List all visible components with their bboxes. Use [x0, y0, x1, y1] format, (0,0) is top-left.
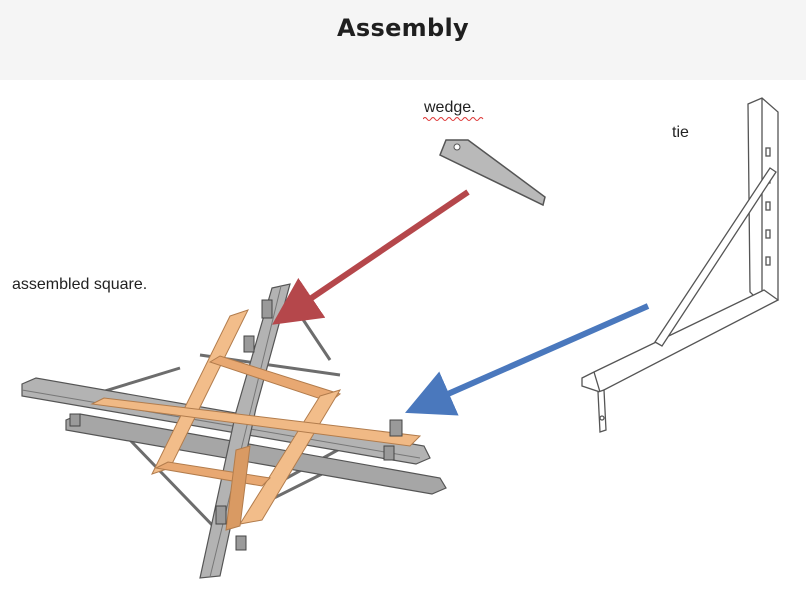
- tie-part: [581, 97, 780, 433]
- tie-label: tie: [672, 124, 689, 141]
- tie-arrow: [405, 303, 650, 416]
- page-title: Assembly: [337, 14, 469, 42]
- page-header: Assembly: [0, 0, 806, 80]
- assembled-square: [21, 283, 447, 579]
- spellcheck-underline: [423, 117, 484, 121]
- wedge-part: [439, 139, 546, 207]
- assembled-square-label: assembled square.: [12, 276, 148, 293]
- wedge-arrow: [272, 189, 470, 325]
- wedge-label: wedge.: [424, 99, 476, 116]
